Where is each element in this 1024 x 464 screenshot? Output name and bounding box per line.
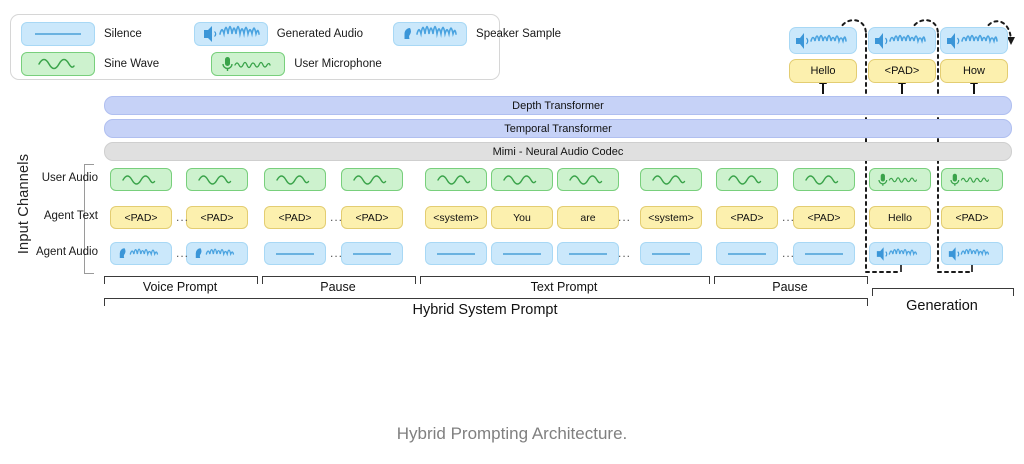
agent-audio-cell [869,242,931,265]
codec-bar: Mimi - Neural Audio Codec [104,142,1012,161]
user-audio-cell [793,168,855,191]
legend-item-silence: Silence [21,22,142,46]
bracket-text-prompt [420,276,710,284]
depth-transformer-bar: Depth Transformer [104,96,1012,115]
legend-item-speaker-sample: Speaker Sample [393,22,561,46]
sequence-ellipsis: ... [330,246,344,260]
agent-text-cell: <system> [425,206,487,229]
legend-row-2: Sine Wave User Microphone [21,52,382,76]
generated-text-cell-0: Hello [789,59,857,83]
bracket-label-pause-2: Pause [772,280,808,294]
agent-audio-cell [491,242,553,265]
sequence-ellipsis: ... [176,210,190,224]
agent-text-cell: <system> [640,206,702,229]
agent-audio-cell [716,242,778,265]
row-label-agent-audio: Agent Audio [35,246,98,258]
user-audio-cell [869,168,931,191]
agent-text-cell: <PAD> [264,206,326,229]
agent-text-cell: <PAD> [110,206,172,229]
agent-text-cell: <PAD> [716,206,778,229]
agent-audio-cell [186,242,248,265]
agent-audio-cell [425,242,487,265]
sequence-ellipsis: ... [782,246,796,260]
legend-label-sine-wave: Sine Wave [104,58,160,70]
agent-audio-cell [941,242,1003,265]
legend-label-silence: Silence [104,28,142,40]
agent-text-cell: <PAD> [186,206,248,229]
bracket-pause-2 [714,276,868,284]
bracket-generation [872,288,1014,296]
agent-audio-cell [110,242,172,265]
generated-audio-cell-2 [940,27,1008,54]
input-channels-bracket [84,164,94,274]
generated-text-cell-2: How [940,59,1008,83]
generated-audio-cell-0 [789,27,857,54]
sequence-ellipsis: ... [618,210,632,224]
user-audio-cell [341,168,403,191]
sequence-ellipsis: ... [330,210,344,224]
agent-audio-cell [557,242,619,265]
figure-caption: Hybrid Prompting Architecture. [396,424,628,443]
agent-text-cell: <PAD> [341,206,403,229]
legend-item-generated-audio: Generated Audio [193,22,364,46]
legend-item-user-microphone: User Microphone [211,52,382,76]
agent-audio-cell [341,242,403,265]
user-audio-cell [557,168,619,191]
user-audio-cell [110,168,172,191]
user-audio-cell [186,168,248,191]
agent-audio-cell [640,242,702,265]
sequence-ellipsis: ... [618,246,632,260]
row-label-agent-text: Agent Text [43,210,98,222]
user-audio-cell [640,168,702,191]
agent-text-cell: <PAD> [941,206,1003,229]
user-microphone-waveform-icon [211,52,286,76]
agent-text-cell: Hello [869,206,931,229]
bracket-label-generation: Generation [906,298,978,314]
agent-text-cell: are [557,206,619,229]
legend-box: Silence Generated Audio [10,14,561,80]
sequence-ellipsis: ... [176,246,190,260]
bracket-label-hybrid-system-prompt: Hybrid System Prompt [412,302,558,318]
legend-label-user-microphone: User Microphone [294,58,382,70]
generated-text-cell-1: <PAD> [868,59,936,83]
generated-audio-waveform-icon [193,22,268,46]
legend-item-sine-wave: Sine Wave [21,52,159,76]
bracket-label-text-prompt: Text Prompt [530,280,598,294]
legend-row-1: Silence Generated Audio [21,22,561,46]
sequence-ellipsis: ... [782,210,796,224]
bracket-pause-1 [262,276,416,284]
row-label-user-audio: User Audio [41,172,98,184]
user-audio-cell [264,168,326,191]
user-audio-cell [491,168,553,191]
agent-audio-cell [793,242,855,265]
user-audio-cell [716,168,778,191]
temporal-transformer-bar: Temporal Transformer [104,119,1012,138]
speaker-sample-waveform-icon [393,22,468,46]
bracket-label-pause-1: Pause [320,280,356,294]
bracket-hybrid-system-prompt [104,298,868,306]
user-audio-cell [941,168,1003,191]
legend-label-generated-audio: Generated Audio [276,28,364,40]
user-audio-cell [425,168,487,191]
agent-audio-cell [264,242,326,265]
bracket-label-voice-prompt: Voice Prompt [142,280,218,294]
agent-text-cell: <PAD> [793,206,855,229]
generated-audio-cell-1 [868,27,936,54]
sine-wave-icon [21,52,95,76]
agent-text-cell: You [491,206,553,229]
silence-waveform-icon [21,22,95,46]
bracket-voice-prompt [104,276,258,284]
legend-label-speaker-sample: Speaker Sample [476,28,562,40]
